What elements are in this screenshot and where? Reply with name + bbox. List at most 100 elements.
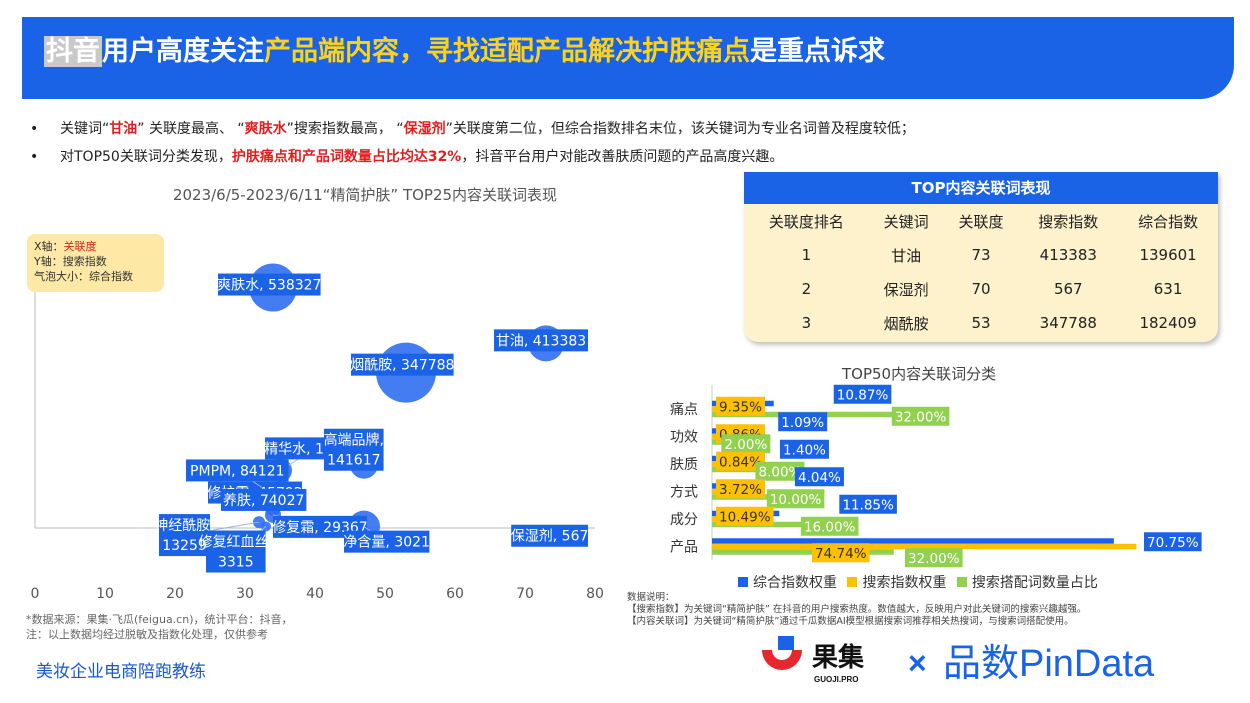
keyword-table-grid: 关联度排名 关键词 关联度 搜索指数 综合指数 1 甘油 73 413383 1… [744, 204, 1218, 340]
table-cell: 567 [1053, 280, 1083, 298]
bubble-data-label: 甘油, 413383 [496, 333, 586, 349]
table-cell: 631 [1153, 280, 1183, 298]
bullet-text: ，抖音平台用户对能改善肤质问题的产品高度兴趣。 [461, 149, 784, 165]
bar-data-label: 10.49% [719, 509, 771, 525]
bubble-data-label: 141617 [327, 453, 380, 469]
table-title: TOP内容关联词表现 [744, 172, 1218, 204]
logo-cross: × [908, 645, 927, 681]
bubble-data-label: PMPM, 84121 [190, 463, 284, 479]
bubble-label-box [324, 428, 384, 471]
legend-swatch-blue [738, 577, 748, 587]
table-cell: 347788 [1039, 314, 1097, 332]
logo-guoji-sub: GUOJI.PRO [814, 675, 858, 684]
logo-guoji-name: 果集 [812, 642, 865, 672]
bar-data-label: 10.00% [770, 492, 822, 508]
desc-line: 【内容关联词】为关键词“精简护肤”通过千瓜数据AI模型根据搜索词推荐相关热搜词，… [627, 616, 1074, 627]
table-cell: 53 [971, 314, 991, 332]
bubble-data-label: 净含量, 3021 [343, 535, 430, 551]
x-tick-label: 20 [166, 586, 184, 602]
data-source-note: *数据来源：果集·飞瓜(feigua.cn)，统计平台：抖音， 注：以上数据均经… [26, 612, 293, 642]
bar-data-label: 1.40% [783, 442, 826, 458]
bubble-chart-title: 2023/6/5-2023/6/11“精简护肤” TOP25内容关联词表现 [172, 186, 558, 204]
bubble-label-box [494, 329, 588, 352]
table-cell: 3 [801, 314, 812, 332]
title-banner [22, 17, 1234, 99]
bubble-label-box [221, 488, 307, 511]
bubble-label-box [351, 353, 454, 376]
bullet-dot: • [30, 149, 39, 165]
bar-data-label: 0.84% [719, 454, 762, 470]
category-label: 方式 [670, 484, 698, 500]
bar-label-box [716, 451, 765, 471]
bubble-data-label: 修复霜, 29367 [272, 519, 367, 536]
bar-data-label: 32.00% [895, 409, 947, 425]
category-label: 产品 [670, 539, 698, 555]
table-cell: 413383 [1039, 246, 1097, 264]
bar-data-label: 2.00% [724, 437, 767, 453]
x-tick-label: 60 [446, 586, 464, 602]
bubble-label-box [511, 524, 588, 547]
bar-mark [712, 538, 1114, 544]
brand-logos: 果集 GUOJI.PRO × 品数PinData [762, 636, 1155, 685]
bar-label-box [812, 543, 870, 563]
bubble-data-label: 烟酰胺, 347788 [350, 358, 454, 374]
data-description: 数据说明： 【搜索指数】为关键词“精简护肤” 在抖音的用户搜索热度。数值越大，反… [627, 592, 1086, 628]
title-highlight: 产品端内容，寻找适配产品解决护肤痛点 [264, 36, 750, 67]
bullet-text: ”关联度第二位，但综合指数排名末位，该关键词为专业名词普及程度较低； [445, 121, 915, 137]
page-title: 抖音用户高度关注产品端内容，寻找适配产品解决护肤痛点是重点诉求 [44, 30, 885, 74]
table-header-row: 关联度排名 关键词 关联度 搜索指数 综合指数 [744, 204, 1218, 238]
x-tick-label: 0 [31, 586, 40, 602]
category-label: 肤质 [670, 457, 698, 473]
bullet-highlight: 爽肤水 [244, 121, 287, 137]
category-label: 成分 [670, 512, 698, 528]
bar-data-label: 1.09% [781, 415, 824, 431]
bubble-label-box [218, 273, 321, 296]
bubble-data-label: 3315 [218, 555, 254, 571]
table-header: 关联度排名 [768, 212, 844, 231]
bar-label-box [800, 516, 859, 536]
table-header: 搜索指数 [1038, 212, 1099, 231]
bar-label-box [891, 406, 950, 426]
table-cell: 甘油 [891, 246, 922, 265]
desc-line: 【搜索指数】为关键词“精简护肤” 在抖音的用户搜索热度。数值越大，反映用户对此关… [627, 604, 1087, 615]
bar-label-box [716, 506, 774, 526]
bubble-label-box [344, 530, 430, 553]
bar-data-label: 9.35% [719, 399, 762, 415]
bar-mark [712, 428, 719, 434]
footnote-line: *数据来源：果集·飞瓜(feigua.cn)，统计平台：抖音， [26, 613, 293, 626]
bar-legend: 综合指数权重 搜索指数权重 搜索搭配词数量占比 [732, 572, 1098, 592]
x-tick-label: 30 [236, 586, 254, 602]
bubble-label-box [159, 514, 210, 557]
legend-x-label: X轴： [34, 240, 64, 253]
bullet-2: • 对TOP50关联词分类发现，护肤痛点和产品词数量占比均达32%，抖音平台用户对… [30, 145, 1240, 169]
table-cell: 保湿剂 [883, 280, 929, 299]
bar-mark [712, 549, 894, 555]
bullet-highlight: 保湿剂 [403, 121, 446, 137]
bar-label-box [905, 548, 963, 568]
bar-chart-title: TOP50内容关联词分类 [842, 365, 997, 383]
bar-mark [712, 433, 717, 440]
table-header: 综合指数 [1138, 212, 1199, 231]
bubble-label-box [206, 530, 266, 573]
table-row: 3 烟酰胺 53 347788 182409 [744, 306, 1218, 340]
logo-pindata-name: 品数PinData [943, 643, 1155, 685]
table-cell: 182409 [1139, 314, 1197, 332]
bubble-label-box [186, 459, 289, 482]
bar-data-label: 10.87% [837, 387, 889, 403]
x-tick-label: 40 [306, 586, 324, 602]
bar-label-box [766, 489, 825, 509]
legend-swatch-green [956, 577, 967, 587]
bar-mark [712, 461, 717, 467]
legend-item: 综合指数权重 [753, 575, 837, 591]
keyword-table: TOP内容关联词表现 关联度排名 关键词 关联度 搜索指数 综合指数 1 甘油 … [744, 172, 1218, 342]
bullet-text: 对TOP50关联词分类发现， [60, 149, 232, 165]
x-tick-label: 10 [96, 586, 114, 602]
bubble-data-label: 爽肤水, 538327 [217, 278, 321, 294]
guoji-logo-icon [762, 636, 802, 670]
bullet-1: •关键词“甘油” 关联度最高、 “爽肤水”搜索指数最高， “保湿剂”关联度第二位… [30, 117, 1240, 141]
bar-data-label: 11.85% [842, 497, 894, 513]
bubble-label-box [273, 515, 367, 538]
bullet-highlight: 护肤痛点和产品词数量占比均达32% [231, 149, 462, 165]
title-platform: 抖音 [44, 36, 102, 67]
